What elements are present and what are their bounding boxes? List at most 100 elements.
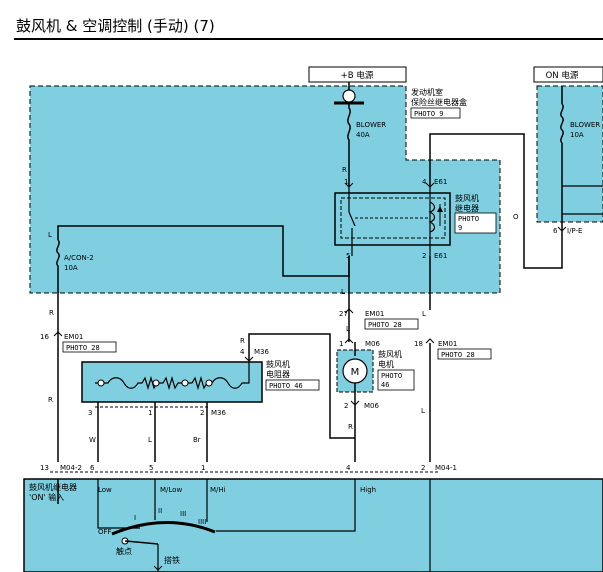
relay-coil (428, 201, 436, 233)
engine-room-photo-box (410, 107, 461, 119)
resistor-name-2: 电阻器 (266, 369, 290, 379)
resistor-tap-2 (152, 379, 160, 387)
em01-pin-18: 18 (414, 340, 423, 348)
acon-fuse-rating: 10A (64, 264, 78, 272)
ipe-connector: I/P-E (567, 227, 582, 235)
resistor-tap-3 (181, 379, 189, 387)
motor-name-2: 电机 (378, 359, 394, 369)
m36-pin-3: 3 (88, 409, 92, 417)
blower-switch-panel (23, 478, 603, 572)
switch-mark-1: I (134, 514, 136, 522)
relay-name-2: 继电器 (455, 203, 479, 213)
wire-color-br: Br (193, 436, 201, 444)
switch-mark-4: IIII (198, 518, 206, 526)
relay-name-1: 鼓风机 (455, 193, 479, 203)
switch-mark-2: II (158, 507, 162, 515)
wire-color-l-3: L (346, 325, 350, 333)
b-plus-terminal (342, 89, 356, 103)
wire-color-r-5: R (48, 396, 53, 404)
page-title: 鼓风机 & 空调控制 (手动) (7) (16, 17, 215, 35)
m04-pin-2: 2 (421, 464, 425, 472)
m06-pin-1: 1 (339, 340, 343, 348)
em01-left-photo-box (62, 341, 117, 353)
switch-wiper (124, 540, 159, 545)
wire-color-r-1: R (342, 166, 347, 174)
engine-room-photo: PHOTO 9 (414, 110, 444, 118)
wire-color-l-2: L (341, 288, 345, 296)
on-power-label: ON 电源 (546, 70, 579, 81)
ip-junction-box-panel (536, 85, 603, 223)
relay-photo-1: PHOTO (458, 215, 479, 223)
blower-relay-box (334, 192, 451, 246)
motor-name-1: 鼓风机 (378, 349, 402, 359)
engine-room-label-1: 发动机室 (411, 87, 443, 97)
resistor-photo-box (265, 379, 320, 391)
m06-label-top: M06 (365, 340, 380, 348)
em01-right-photo: PHOTO 28 (441, 351, 475, 359)
em01-label-left: EM01 (64, 333, 83, 341)
m36-pin-2: 2 (200, 409, 204, 417)
resistor-tap-1 (97, 379, 105, 387)
switch-pos-high: High (360, 486, 376, 494)
motor-photo-2: 46 (381, 381, 389, 389)
relay-photo-2: 9 (458, 224, 462, 232)
fuse-10a-rating: 10A (570, 131, 584, 139)
resistor-photo: PHOTO 46 (269, 382, 303, 390)
switch-pos-low: Low (98, 486, 112, 494)
on-power-box (533, 66, 603, 83)
blower-10a-fuse (560, 103, 564, 230)
m06-top-symbol (344, 338, 354, 344)
relay-pin-5: 5 (346, 252, 350, 260)
em01-pin-27: 27 (339, 310, 348, 318)
engine-room-label-2: 保险丝继电器盒 (411, 97, 467, 107)
m04-pin-4: 4 (346, 464, 351, 472)
m04-pin-5: 5 (149, 464, 153, 472)
em01-left-photo: PHOTO 28 (66, 344, 100, 352)
switch-panel-label-1: 鼓风机继电器 (29, 482, 77, 492)
wire-color-o: O (513, 213, 519, 221)
relay-photo-box (454, 212, 497, 234)
em01-right-photo-box (437, 348, 492, 360)
switch-ground-label: 搭铁 (164, 555, 180, 565)
switch-pos-mlow: M/Low (160, 486, 182, 494)
resistor-element (95, 362, 250, 391)
m36-pin-4: 4 (240, 348, 245, 356)
wire-color-l-4: L (422, 310, 426, 318)
ground-symbol (153, 565, 163, 571)
em01-label-center: EM01 (365, 310, 384, 318)
switch-high-lead (216, 479, 356, 532)
m36-top-symbol (244, 356, 254, 362)
relay-pin-4: 4 (422, 178, 427, 186)
wire-color-r-4: R (240, 337, 245, 345)
blower-relay-inner (340, 197, 446, 239)
relay-pin-2: 2 (422, 252, 426, 260)
wire-color-w: W (89, 436, 96, 444)
b-plus-power-label: +B 电源 (341, 70, 374, 81)
em01-label-right: EM01 (438, 340, 457, 348)
acon-fuse-name: A/CON-2 (64, 254, 94, 262)
fuse-10a-name: BLOWER (570, 121, 600, 129)
relay-switch-blade (348, 211, 356, 227)
switch-panel-label-2: 'ON' 输入 (29, 492, 64, 502)
em01-right-symbol (425, 338, 435, 344)
switch-off-label: OFF (98, 528, 112, 536)
m04-pin-6: 6 (90, 464, 95, 472)
wire-color-r-2: R (49, 309, 54, 317)
m04-pin-1: 1 (201, 464, 205, 472)
b-plus-power-box (308, 66, 407, 83)
wire-color-r-3: R (348, 423, 353, 431)
m04-2-label: M04-2 (60, 464, 82, 472)
m04-1-label: M04-1 (435, 464, 457, 472)
wire-color-l-6: L (421, 407, 425, 415)
m04-2-pin-13: 13 (40, 464, 49, 472)
blower-resistor-box (81, 361, 263, 403)
em01-center-symbol (344, 308, 354, 314)
wire-r-motor-to-resistor (248, 333, 355, 439)
m36-pin-1: 1 (148, 409, 152, 417)
resistor-name-1: 鼓风机 (266, 359, 290, 369)
fuse-40a-rating: 40A (356, 131, 370, 139)
m36-label-bottom: M36 (211, 409, 226, 417)
wire-color-l-1: L (48, 231, 52, 239)
switch-mark-3: III (180, 510, 186, 518)
